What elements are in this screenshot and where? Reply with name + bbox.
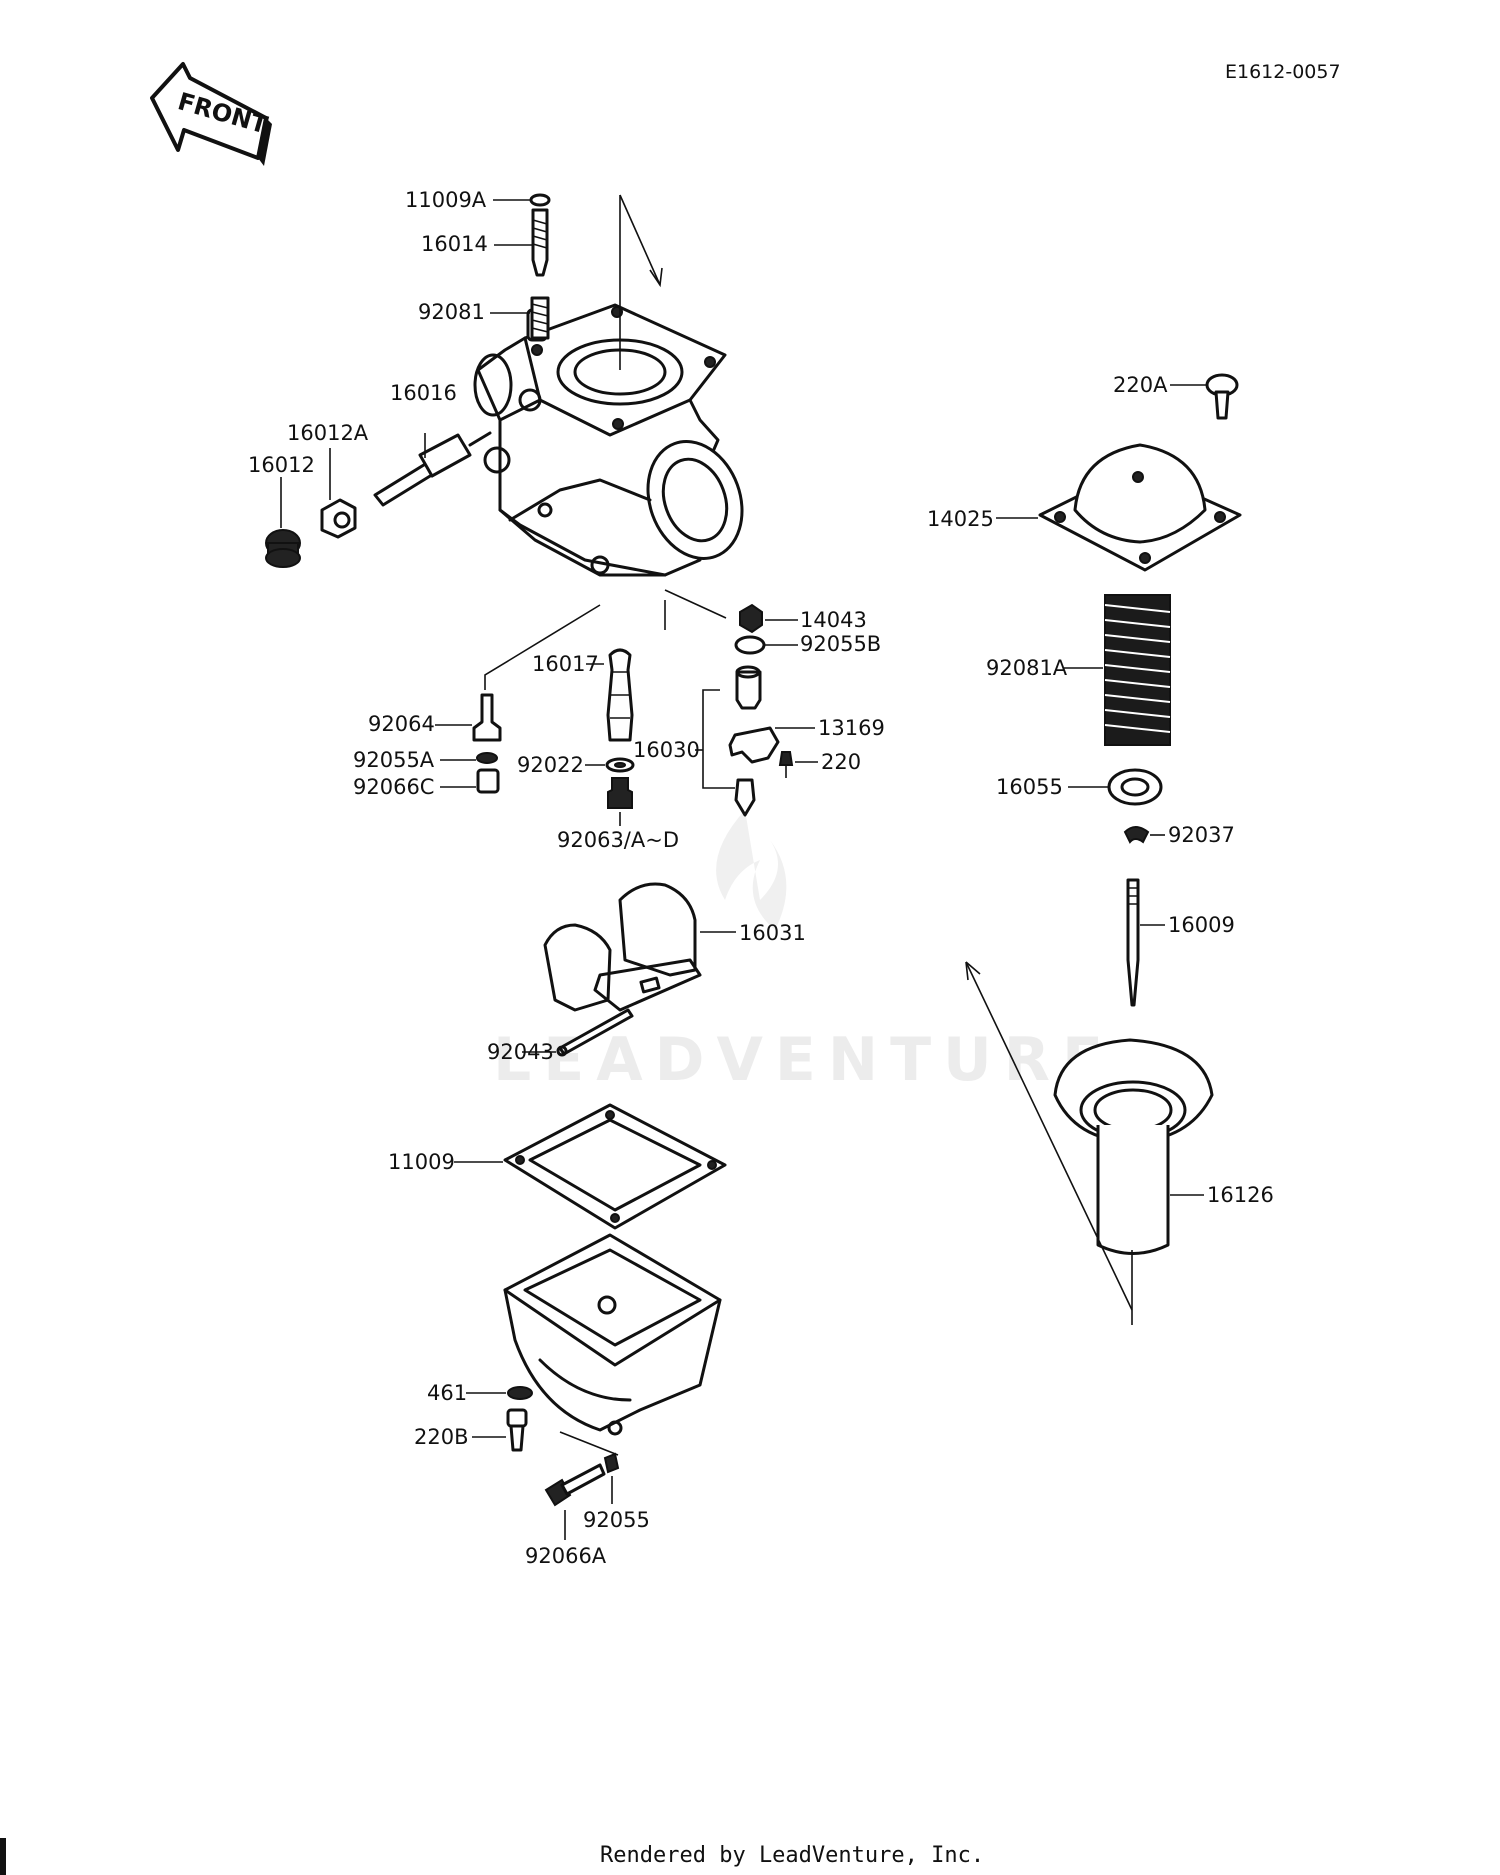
part-92064 [435,693,502,742]
front-arrow-icon: FRONT [150,62,272,166]
callout-16017: 16017 [532,652,599,676]
callout-220A: 220A [1113,373,1168,397]
part-16009 [1126,878,1165,1007]
axis-arrow-top [649,267,663,288]
callout-16012: 16012 [248,453,315,477]
part-13169 [728,726,815,764]
callout-14043: 14043 [800,608,867,632]
callout-92063: 92063/A~D [557,828,679,852]
part-92081 [490,296,550,340]
footer-credit: Rendered by LeadVenture, Inc. [600,1843,984,1868]
document-code: E1612-0057 [1225,61,1341,83]
part-16126 [1053,1038,1214,1255]
part-92055 [603,1452,620,1504]
part-92043 [522,1008,634,1057]
part-16016 [373,431,492,507]
float-bowl [503,1233,722,1456]
callout-220B: 220B [414,1425,469,1449]
callout-92022: 92022 [517,753,584,777]
part-11009 [454,1103,727,1230]
part-valve-seat [735,665,762,710]
callout-92064: 92064 [368,712,435,736]
part-92066C [440,768,500,794]
axis-line-top-diag [619,194,661,286]
callout-92055B: 92055B [800,632,881,656]
callout-92055A: 92055A [353,748,435,772]
part-14025 [996,443,1242,572]
part-16031 [543,882,736,1012]
part-14043 [739,603,798,634]
part-92081A [1063,594,1171,746]
callout-92055: 92055 [583,1508,650,1532]
callout-16012A: 16012A [287,421,369,445]
callout-16126: 16126 [1207,1183,1274,1207]
part-461 [466,1386,533,1400]
part-92022 [585,757,635,773]
part-92055A [440,752,498,764]
part-16014 [494,208,549,277]
callout-16014: 16014 [421,232,488,256]
callout-92066C: 92066C [353,775,434,799]
callout-461: 461 [427,1381,467,1405]
part-92037 [1123,826,1165,844]
callout-16016: 16016 [390,381,457,405]
carburetor-body [473,303,744,577]
part-220B [472,1408,528,1452]
part-92055B [734,635,798,655]
callout-92081A: 92081A [986,656,1068,680]
callout-92066A: 92066A [525,1544,607,1568]
callout-16009: 16009 [1168,913,1235,937]
axis-line-right-diag [965,961,1133,1311]
part-92063 [607,777,633,826]
callout-16030: 16030 [633,738,700,762]
callout-92043: 92043 [487,1040,554,1064]
callout-16031: 16031 [739,921,806,945]
callout-220: 220 [821,750,861,774]
bracket-16030 [702,689,735,789]
part-16012A [320,448,357,539]
part-16012 [265,477,301,568]
callout-14025: 14025 [927,507,994,531]
part-92066A [544,1463,606,1540]
callout-11009A: 11009A [405,188,487,212]
part-220A [1170,373,1239,420]
axis-arrow-right [965,961,981,981]
leader-body-92064 [484,604,601,690]
part-16017 [586,648,634,742]
edge-mark [0,1838,6,1875]
part-220 [778,751,818,778]
callout-16055: 16055 [996,775,1063,799]
part-11009A [493,193,551,207]
callout-92081: 92081 [418,300,485,324]
callout-92037: 92037 [1168,823,1235,847]
part-16055 [1068,768,1163,806]
callout-11009: 11009 [388,1150,455,1174]
part-needle-valve [734,778,756,817]
callout-labels: 11009A 16014 92081 16016 16012A 16012 22… [248,188,1274,1568]
callout-13169: 13169 [818,716,885,740]
leader-body-needle [664,589,727,619]
